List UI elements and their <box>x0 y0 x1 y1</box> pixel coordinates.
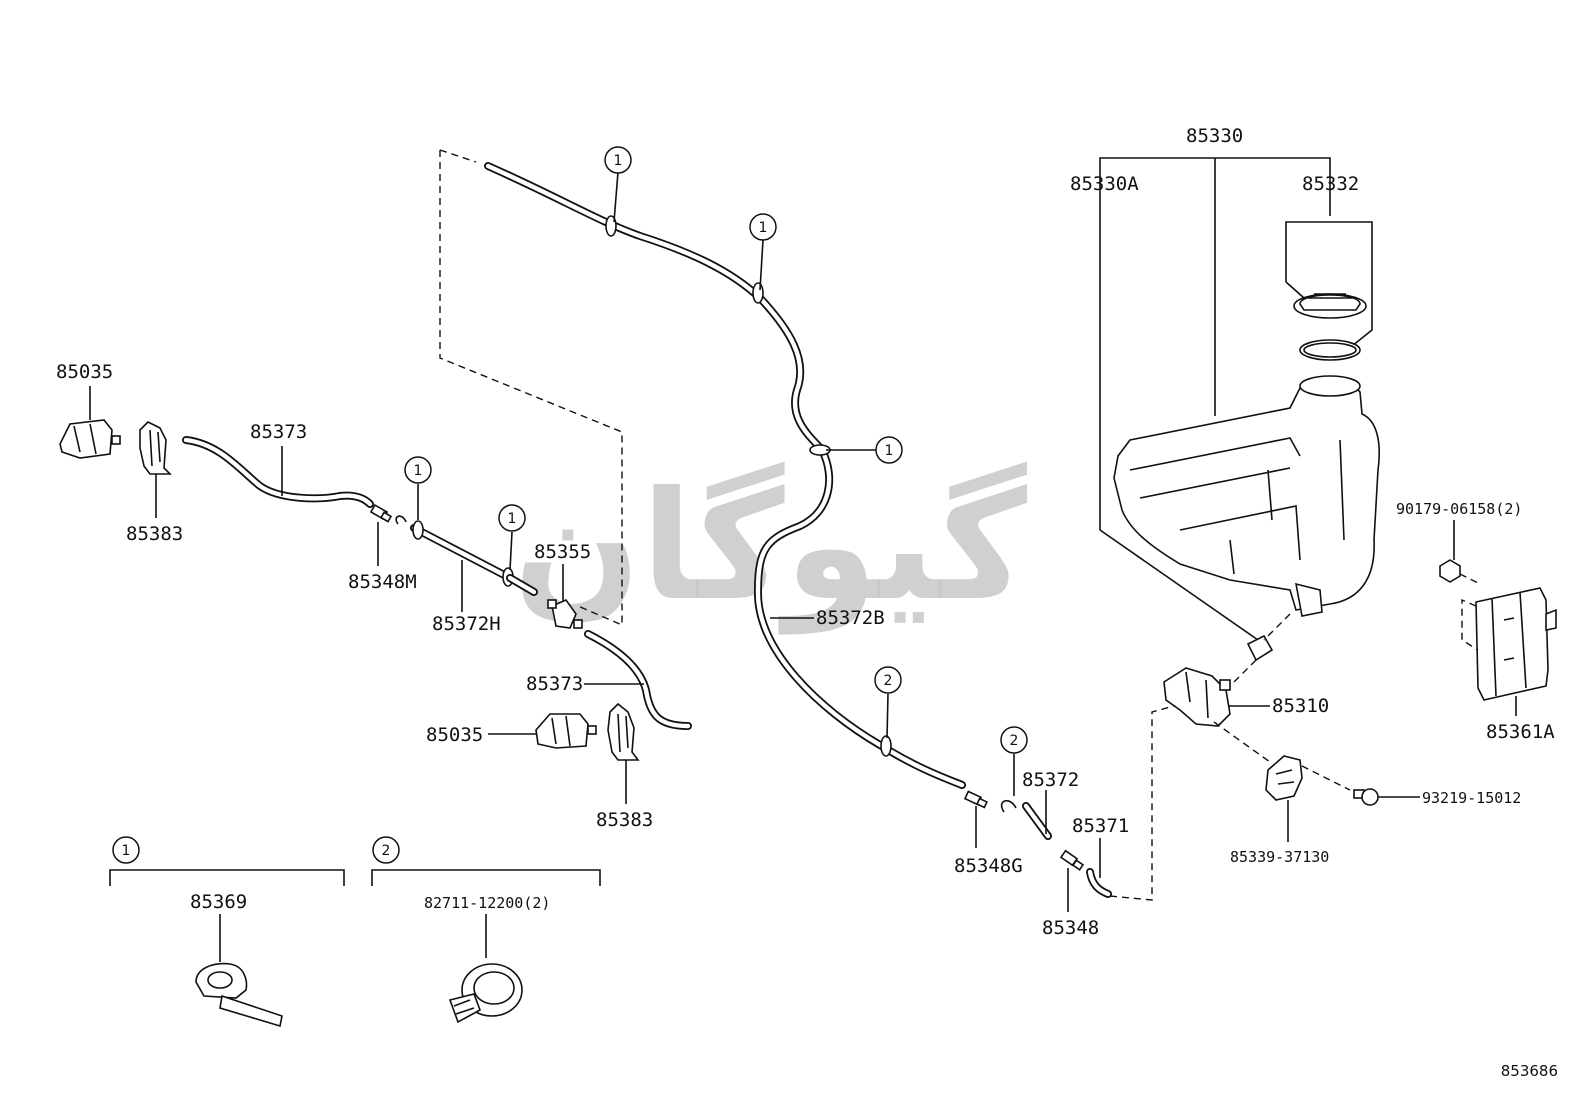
dash-line <box>439 149 477 163</box>
dash-line <box>1459 573 1481 585</box>
label-85330a: 85330A <box>1070 173 1139 195</box>
bracket-85332 <box>1285 221 1373 347</box>
svg-text:2: 2 <box>1010 733 1019 749</box>
label-85332: 85332 <box>1302 173 1359 195</box>
label-85355: 85355 <box>534 541 591 563</box>
label-82711-12200: 82711-12200(2) <box>424 894 550 912</box>
callout-1: 1 <box>498 504 526 532</box>
label-85373-mid: 85373 <box>526 673 583 695</box>
nut-90179 <box>1439 559 1461 583</box>
bracket-85383-mid <box>607 702 640 761</box>
callout-1: 1 <box>404 456 432 484</box>
label-93219-15012: 93219-15012 <box>1422 789 1521 807</box>
dash-line <box>1213 721 1271 763</box>
callout-2: 2 <box>1000 726 1028 754</box>
callout-2: 2 <box>372 836 400 864</box>
filler-cap-85332 <box>1293 293 1367 319</box>
callout-1: 1 <box>875 436 903 464</box>
svg-text:1: 1 <box>508 511 517 527</box>
callout-1: 1 <box>604 146 632 174</box>
label-85035-top: 85035 <box>56 361 113 383</box>
nozzle-85035-mid <box>535 713 597 749</box>
joint-85348m <box>369 503 393 523</box>
nozzle-85035-top <box>59 419 121 459</box>
dash-line <box>1461 598 1479 651</box>
label-85383-mid: 85383 <box>596 809 653 831</box>
grommet <box>1246 634 1274 662</box>
hose-clamp <box>412 520 424 540</box>
joint-85348 <box>1059 849 1085 871</box>
joint-85348g <box>963 790 988 809</box>
label-85348m: 85348M <box>348 571 417 593</box>
dash-line <box>1109 705 1175 901</box>
svg-text:1: 1 <box>414 463 423 479</box>
seal-ring <box>1299 339 1361 361</box>
hose-clamp <box>880 735 892 757</box>
label-85310: 85310 <box>1272 695 1329 717</box>
washer-pump-85310 <box>1163 667 1231 727</box>
label-85372: 85372 <box>1022 769 1079 791</box>
hose-clip-85369 <box>195 962 283 1028</box>
label-85361a: 85361A <box>1486 721 1555 743</box>
label-85372b: 85372B <box>816 607 885 629</box>
label-85348g: 85348G <box>954 855 1023 877</box>
dash-line <box>1263 613 1291 641</box>
dash-line <box>1301 765 1351 791</box>
label-85330: 85330 <box>1186 125 1243 147</box>
label-85383-top: 85383 <box>126 523 183 545</box>
svg-text:1: 1 <box>614 153 623 169</box>
svg-text:2: 2 <box>382 843 391 859</box>
hose-clamp-82711 <box>448 963 523 1024</box>
bracket-85383-top <box>139 421 172 475</box>
svg-text:2: 2 <box>884 673 893 689</box>
svg-text:1: 1 <box>759 220 768 236</box>
washer-tank-85330a <box>1113 375 1381 617</box>
callout-1: 1 <box>112 836 140 864</box>
hose-clamp <box>752 282 764 304</box>
svg-text:1: 1 <box>885 443 894 459</box>
label-85371: 85371 <box>1072 815 1129 837</box>
bracket-85361a <box>1475 587 1557 701</box>
label-85339-37130: 85339-37130 <box>1230 848 1329 866</box>
label-85373-top: 85373 <box>250 421 307 443</box>
hose-85373-mid <box>584 630 692 730</box>
label-85348: 85348 <box>1042 917 1099 939</box>
label-90179-06158: 90179-06158(2) <box>1396 500 1522 518</box>
dash-outline <box>439 150 623 627</box>
bolt-93219 <box>1353 788 1379 806</box>
label-85035-mid: 85035 <box>426 724 483 746</box>
legend-bracket-1 <box>109 869 345 886</box>
legend-bracket-2 <box>371 869 601 886</box>
callout-1: 1 <box>749 213 777 241</box>
label-85372h: 85372H <box>432 613 501 635</box>
diagram-id: 853686 <box>1501 1062 1558 1080</box>
svg-text:1: 1 <box>122 843 131 859</box>
clip-85339 <box>1265 755 1303 801</box>
callout-2: 2 <box>874 666 902 694</box>
label-85369: 85369 <box>190 891 247 913</box>
